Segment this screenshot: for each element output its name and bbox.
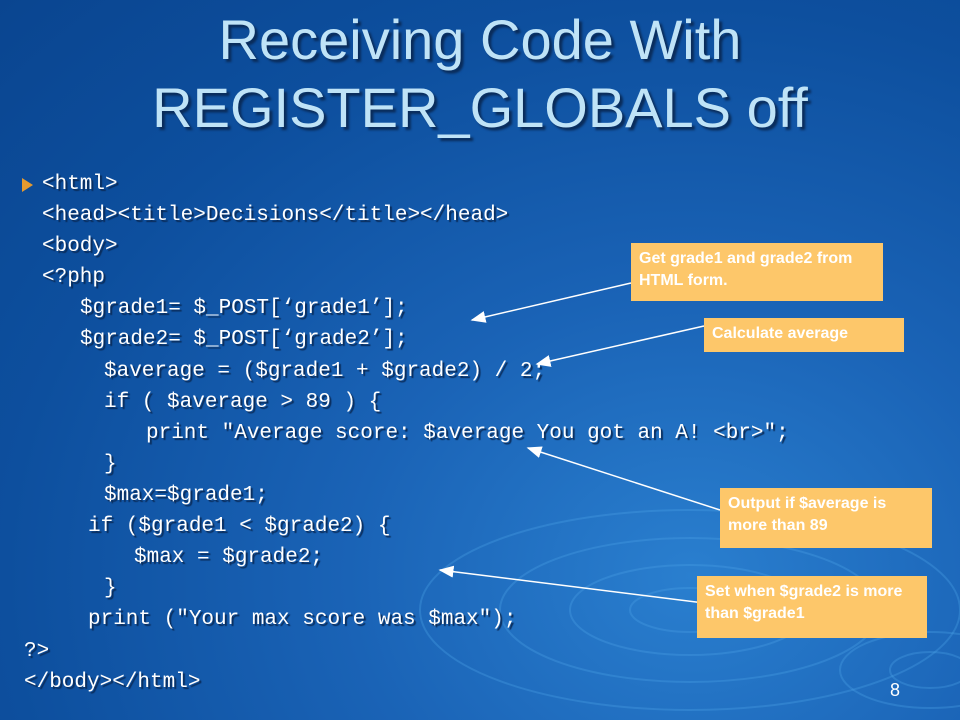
arrow-get-grades <box>470 282 632 323</box>
code-line-close-brace: } <box>104 577 117 600</box>
callout-set-when: Set when $grade2 is more than $grade1 <box>697 576 927 638</box>
callout-calc-average: Calculate average <box>704 318 904 352</box>
code-line-php-open: <?php <box>42 266 106 289</box>
slide-title-line2: REGISTER_GLOBALS off <box>152 76 808 139</box>
code-line-if-compare: if ($grade1 < $grade2) { <box>88 515 391 538</box>
code-line-if-average: if ( $average > 89 ) { <box>104 391 382 414</box>
bullet-icon <box>22 178 33 192</box>
code-line-grade2: $grade2= $_POST[‘grade2’]; <box>80 328 408 351</box>
arrow-calc-average <box>535 325 705 367</box>
code-line-average: $average = ($grade1 + $grade2) / 2; <box>104 360 546 383</box>
code-line-body-html-close: </body></html> <box>24 671 201 694</box>
callout-output-if: Output if $average is more than 89 <box>720 488 932 548</box>
code-line-head: <head><title>Decisions</title></head> <box>42 204 509 227</box>
arrow-set-when <box>438 565 705 604</box>
code-line-print-average: print "Average score: $average You got a… <box>146 422 789 445</box>
page-number: 8 <box>890 680 901 700</box>
callout-get-grades: Get grade1 and grade2 from HTML form. <box>631 243 883 301</box>
slide-title-line1: Receiving Code With <box>218 8 742 71</box>
code-line-html-open: <html> <box>42 173 118 196</box>
code-line-close-brace: } <box>104 453 117 476</box>
code-line-body-open: <body> <box>42 235 118 258</box>
code-line-max-assign: $max=$grade1; <box>104 484 268 507</box>
arrow-output-if <box>526 446 721 511</box>
code-line-grade1: $grade1= $_POST[‘grade1’]; <box>80 297 408 320</box>
code-line-php-close: ?> <box>24 640 50 663</box>
code-line-print-max: print ("Your max score was $max"); <box>88 608 517 631</box>
code-line-max-grade2: $max = $grade2; <box>134 546 324 569</box>
